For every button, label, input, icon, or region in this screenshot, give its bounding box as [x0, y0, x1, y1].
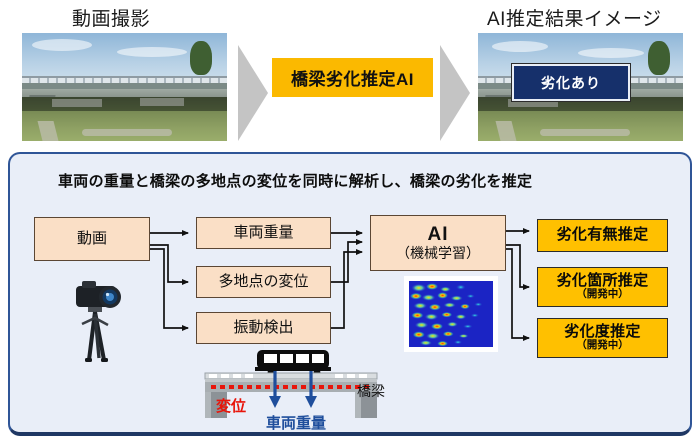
flow-box-ai: AI （機械学習）	[370, 215, 506, 271]
far-buildings	[140, 98, 184, 106]
right-section-title: AI推定結果イメージ	[487, 9, 662, 30]
arrow-right-chevron-icon	[440, 45, 470, 141]
bus-icon	[255, 350, 331, 376]
heatmap-panel	[404, 276, 498, 352]
panel-heading: 車両の重量と橋梁の多地点の変位を同時に解析し、橋梁の劣化を推定	[58, 173, 533, 190]
camera-on-tripod-icon	[76, 281, 121, 362]
arrow-right-chevron-icon	[238, 45, 268, 141]
vehicle-weight-label: 車両重量	[266, 415, 327, 432]
flow-box-multipoint-displacement-label: 多地点の変位	[218, 272, 309, 290]
bridge-label: 橋梁	[357, 383, 385, 399]
tree	[648, 41, 670, 75]
far-buildings	[52, 99, 102, 107]
ai-heatmap-visualization	[409, 281, 493, 347]
output-box-degradation-location: 劣化箇所推定 （開発中）	[537, 267, 668, 307]
ai-model-pill-label: 橋梁劣化推定AI	[291, 70, 414, 89]
far-buildings	[508, 99, 558, 107]
status-badge: 劣化あり	[512, 64, 630, 101]
flow-box-vehicle-weight-label: 車両重量	[233, 223, 294, 241]
flow-box-multipoint-displacement: 多地点の変位	[196, 266, 331, 298]
cloud	[117, 47, 187, 57]
output-box-degradation-degree-label: 劣化度推定	[564, 322, 641, 340]
path	[540, 129, 630, 136]
output-box-degradation-presence-label: 劣化有無推定	[556, 226, 649, 244]
ai-model-pill: 橋梁劣化推定AI	[272, 58, 433, 97]
cloud	[578, 48, 644, 58]
flow-box-video-label: 動画	[76, 229, 107, 247]
output-box-degradation-degree: 劣化度推定 （開発中）	[537, 318, 668, 358]
displacement-label: 変位	[216, 398, 247, 415]
bridge-measurement-illustration	[204, 350, 378, 418]
flow-box-vibration-detection-label: 振動検出	[233, 318, 294, 336]
flow-box-ai-title: AI	[427, 224, 449, 246]
left-section-title: 動画撮影	[72, 9, 151, 30]
output-box-degradation-location-label: 劣化箇所推定	[556, 271, 649, 289]
output-box-degradation-degree-status: （開発中）	[576, 339, 629, 352]
flow-box-vibration-detection: 振動検出	[196, 312, 331, 344]
flow-box-ai-subtitle: （機械学習）	[396, 245, 480, 262]
flow-box-video: 動画	[34, 217, 150, 261]
cloud	[492, 41, 548, 52]
bridge-deck	[22, 83, 227, 92]
flow-box-vehicle-weight: 車両重量	[196, 217, 331, 249]
cloud	[32, 39, 92, 51]
tree	[190, 41, 212, 75]
output-box-degradation-location-status: （開発中）	[576, 288, 629, 301]
output-box-degradation-presence: 劣化有無推定	[537, 219, 668, 252]
bridge-photo-left	[22, 33, 227, 141]
path	[82, 129, 172, 136]
status-badge-label: 劣化あり	[541, 74, 601, 91]
